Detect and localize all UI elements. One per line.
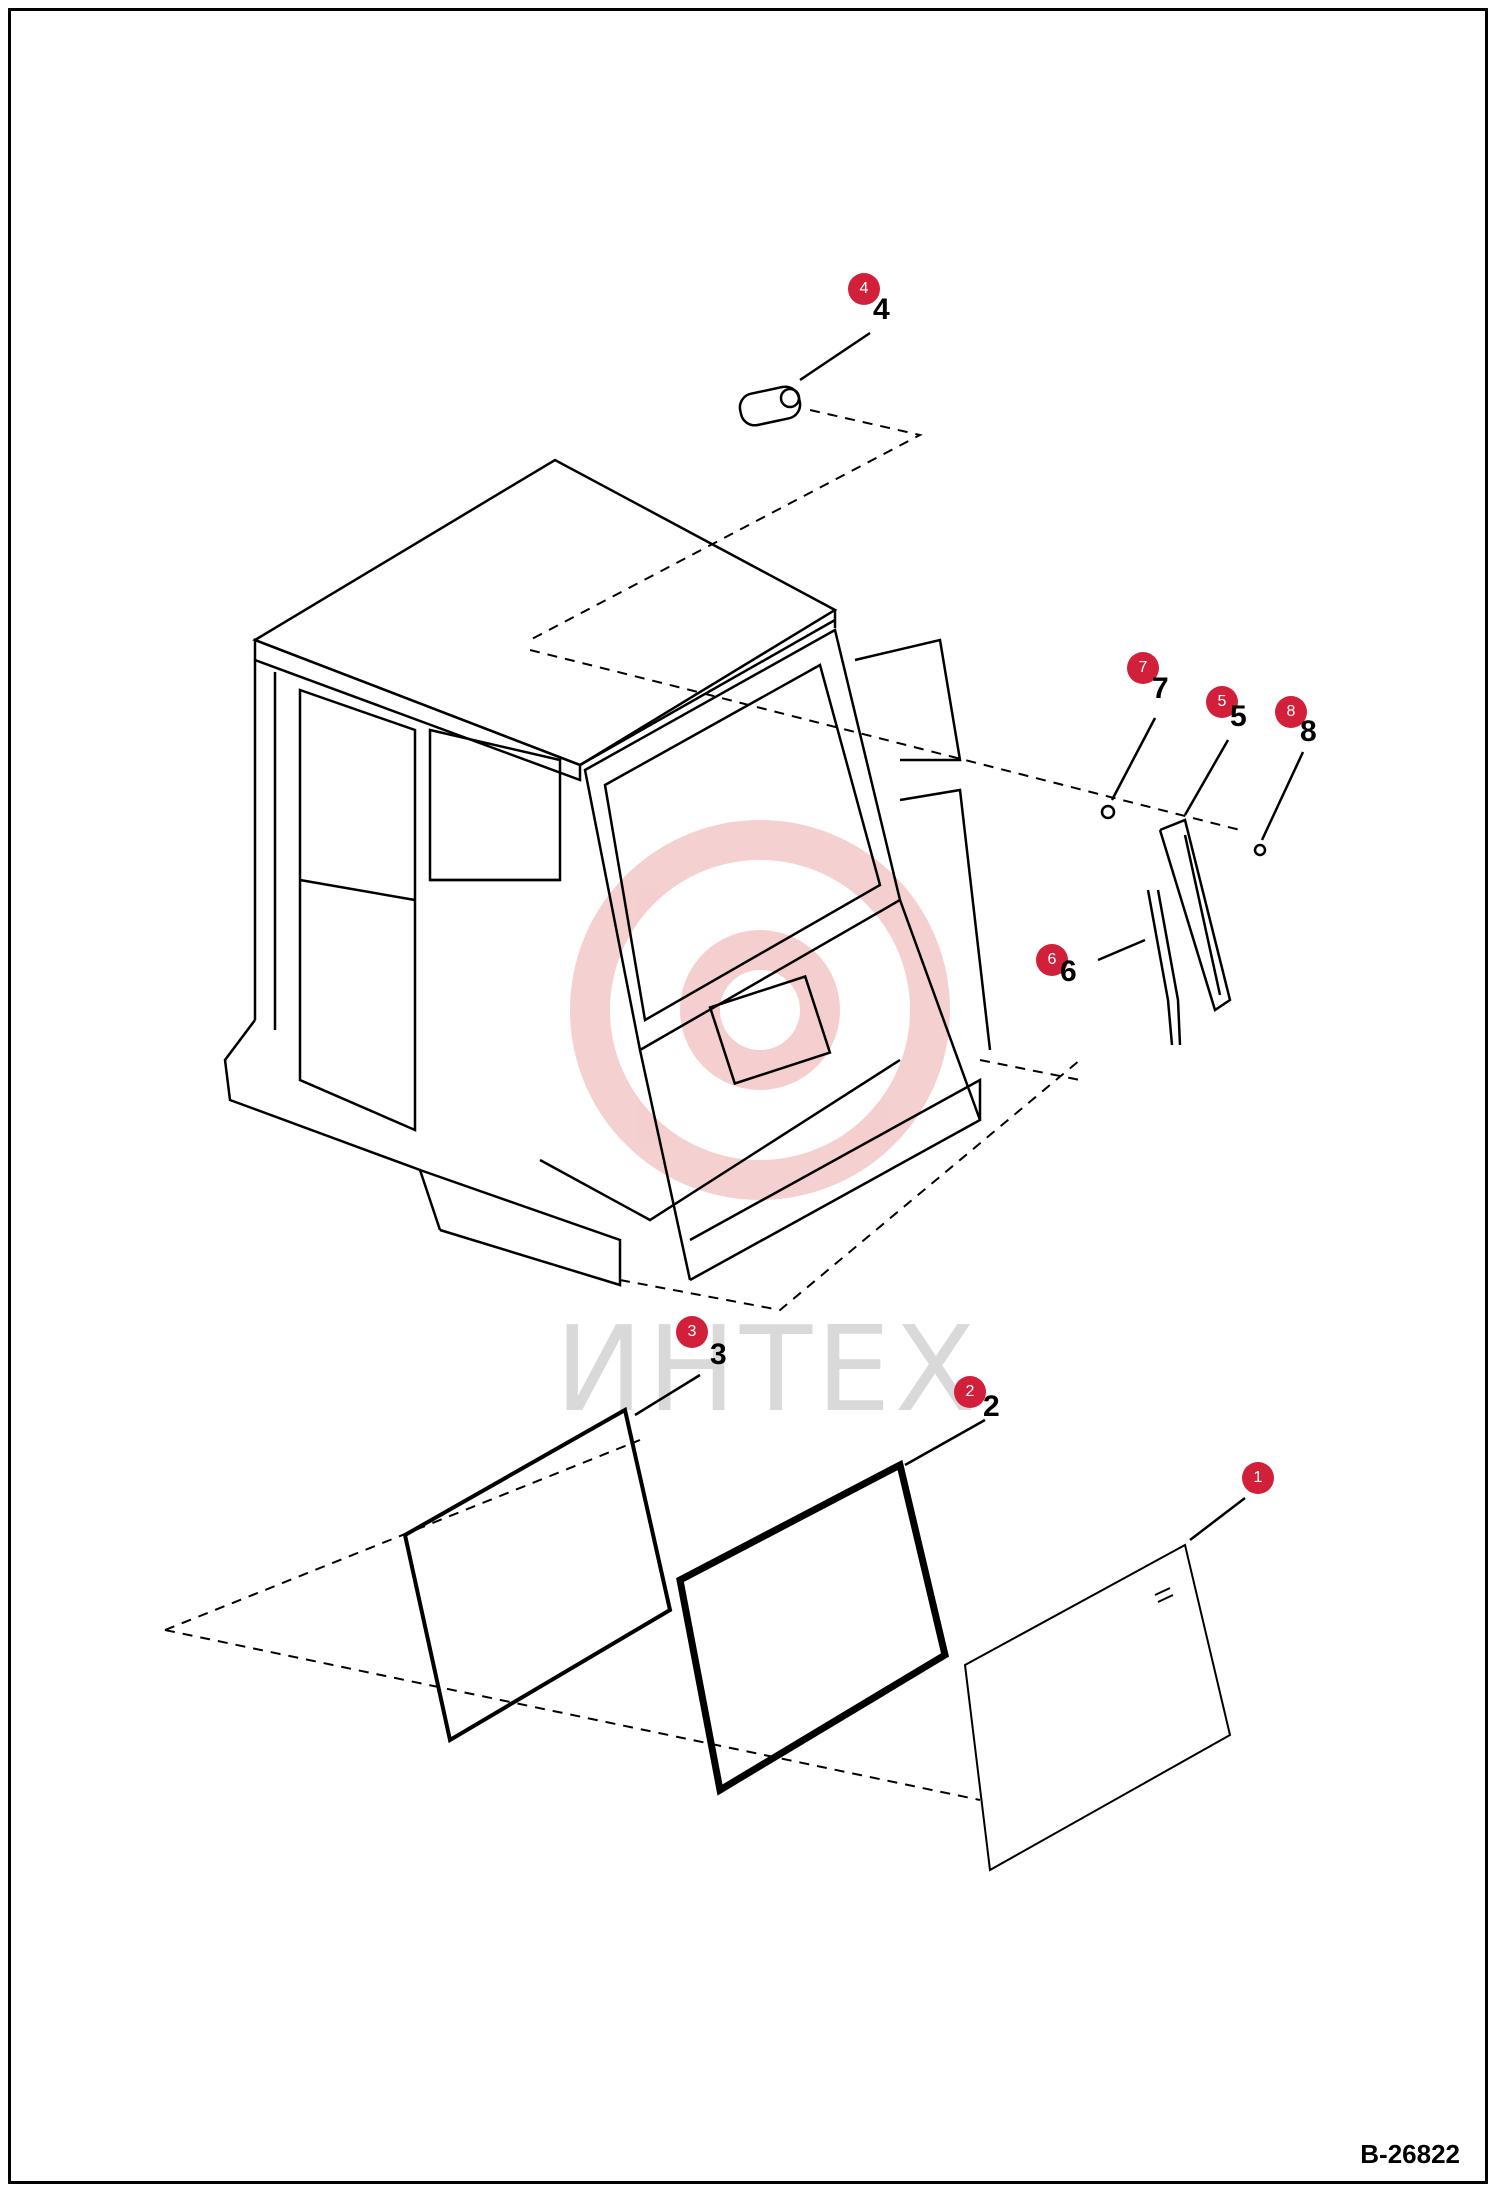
part-4-light [738,385,802,427]
callout-number-2: 2 [983,1390,1000,1423]
callout-badge-7: 7 [1127,652,1159,684]
assembly-leaders [164,409,1241,1801]
callout-number-6: 6 [1060,955,1077,988]
cab-left-frame [223,660,622,1287]
callout-number-7: 7 [1152,672,1169,705]
part-6-wiper-blade [1146,889,1182,1046]
part-7-nut [1100,804,1116,820]
drawing-frame [8,8,1488,2184]
part-8-washer [1253,843,1267,857]
callout-badge-3: 3 [676,1316,708,1348]
part-5-wiper-arm [1158,818,1232,1012]
callout-badge-1: 1 [1242,1462,1274,1494]
callout-badge-5: 5 [1206,686,1238,718]
document-code: B-26822 [1360,2139,1460,2169]
part-2-seal [676,1459,949,1796]
callout-badge-6: 6 [1036,944,1068,976]
callout-number-3: 3 [710,1338,727,1371]
callout-number-4: 4 [873,293,890,326]
callout-number-8: 8 [1300,715,1317,748]
callout-badge-2: 2 [954,1376,986,1408]
part-1-glass-right [963,1543,1232,1872]
callout-leaders [634,331,1305,1541]
callout-badge-8: 8 [1275,696,1307,728]
cab-roof [252,458,838,782]
callout-number-5: 5 [1230,700,1247,733]
part-3-glass-left [402,1406,673,1744]
callout-badge-4: 4 [848,273,880,305]
watermark-gear-icon [570,820,950,1200]
